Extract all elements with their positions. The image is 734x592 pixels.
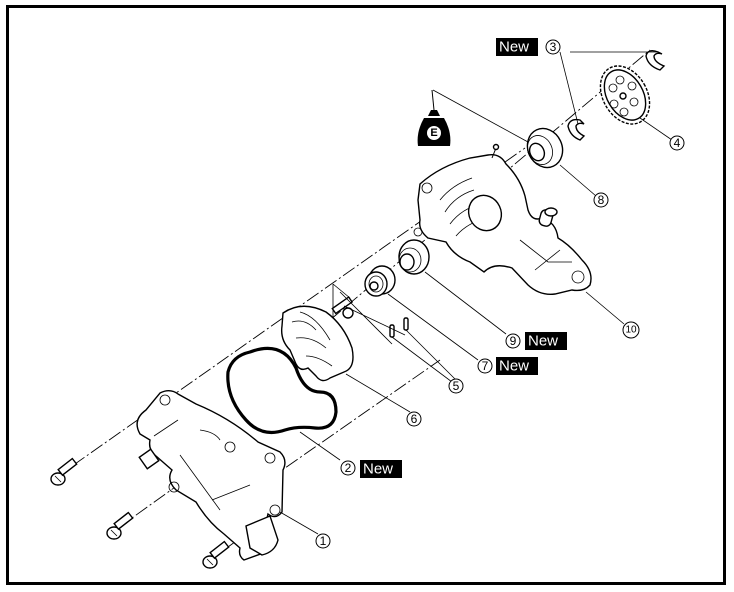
svg-text:7: 7: [482, 359, 489, 373]
oil-seal: [398, 239, 430, 275]
svg-text:1: 1: [320, 534, 327, 548]
bolt-middle: [106, 511, 134, 540]
svg-text:6: 6: [411, 412, 418, 426]
bolt-lower: [202, 540, 230, 569]
impeller-driven-gear: [599, 65, 651, 125]
circlip-lower: [567, 118, 586, 141]
callout-9: 9 New: [505, 332, 567, 350]
svg-text:2: 2: [345, 461, 352, 475]
leader-lines: [279, 51, 673, 535]
callout-10: 10: [622, 321, 640, 339]
o-ring: [226, 346, 338, 434]
svg-text:5: 5: [453, 379, 460, 393]
new-badge-7: [496, 357, 538, 375]
bearing: [526, 127, 564, 169]
bolt-upper: [50, 457, 78, 486]
new-badge-2: [360, 460, 402, 478]
circlip-upper: [645, 49, 666, 71]
callout-3: 3 New: [496, 38, 561, 56]
new-badge-3: [496, 38, 538, 56]
new-badge-9-label: New: [528, 333, 558, 350]
callout-7: 7 New: [477, 357, 538, 375]
callout-4: 4: [669, 135, 685, 151]
svg-text:3: 3: [550, 40, 557, 54]
callout-6: 6: [406, 411, 422, 427]
axis-line-bolt2: [231, 359, 441, 506]
callout-2: 2 New: [340, 460, 402, 478]
new-badge-7-label: New: [499, 358, 529, 375]
new-badge-3-label: New: [499, 39, 529, 56]
water-pump-housing-cover: [136, 390, 286, 561]
svg-text:10: 10: [625, 325, 637, 336]
oil-can-icon: E: [417, 89, 529, 146]
water-pump-housing: [413, 143, 592, 295]
svg-text:8: 8: [598, 193, 605, 207]
impeller: [280, 283, 354, 382]
callout-1: 1: [315, 533, 331, 549]
lubricant-symbol: E: [430, 127, 437, 139]
callout-8: 8: [593, 192, 609, 208]
svg-text:4: 4: [674, 136, 681, 150]
new-badge-2-label: New: [363, 461, 393, 478]
water-pump-seal: [364, 265, 396, 297]
callout-5: 5: [448, 378, 464, 394]
svg-text:9: 9: [510, 334, 517, 348]
new-badge-9: [525, 332, 567, 350]
